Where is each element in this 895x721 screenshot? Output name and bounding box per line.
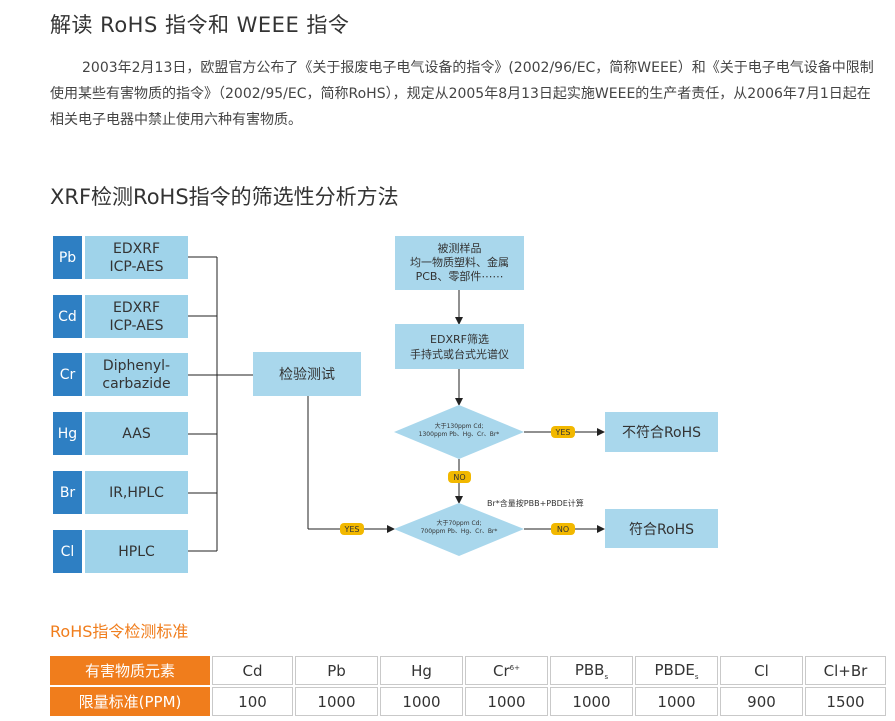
no-tag-1: NO [448,471,471,483]
col-pbdes: PBDEs [635,656,718,685]
yes-tag-2: YES [340,523,364,535]
fail-box: 不符合RoHS [605,412,718,452]
col-cd: Cd [212,656,293,685]
br-note: Br*含量按PBB+PBDE计算 [487,499,584,508]
limit-pbdes: 1000 [635,687,718,716]
standards-table: 有害物质元素 Cd Pb Hg Cr6+ PBBs PBDEs Cl Cl+Br… [48,654,888,718]
method-br: IR,HPLC [85,471,188,514]
limit-pbbs: 1000 [550,687,633,716]
method-cr: Diphenyl- carbazide [85,353,188,396]
method-pb: EDXRF ICP-AES [85,236,188,279]
intro-paragraph: 2003年2月13日，欧盟官方公布了《关于报废电子电气设备的指令》(2002/9… [50,60,874,128]
yes-tag-1: YES [551,426,575,438]
col-hg: Hg [380,656,463,685]
table-row-elements: 有害物质元素 Cd Pb Hg Cr6+ PBBs PBDEs Cl Cl+Br [50,656,886,685]
method-cl: HPLC [85,530,188,573]
limit-cl: 900 [720,687,803,716]
diamond1-label: 大于130ppm Cd; 1300ppm Pb、Hg、Cr、Br* [418,423,500,438]
section-title-standards: RoHS指令检测标准 [50,622,189,641]
element-hg: Hg [53,412,82,455]
row-label-elements: 有害物质元素 [50,656,210,685]
element-br: Br [53,471,82,514]
pass-box: 符合RoHS [605,509,718,548]
connector-lines [188,256,605,556]
diamond2-label: 大于70ppm Cd; 700ppm Pb、Hg、Cr、Br* [420,520,498,535]
decision-diamond-1 [394,405,524,459]
col-pb: Pb [295,656,378,685]
screen-box: EDXRF筛选 手持式或台式光谱仪 [395,324,524,369]
decision-diamond-2 [394,503,524,556]
col-pbbs: PBBs [550,656,633,685]
table-row-limits: 限量标准(PPM) 100 1000 1000 1000 1000 1000 9… [50,687,886,716]
method-hg: AAS [85,412,188,455]
test-box: 检验测试 [253,352,361,396]
col-cr: Cr6+ [465,656,548,685]
element-pb: Pb [53,236,82,279]
limit-cd: 100 [212,687,293,716]
section-title-xrf-method: XRF检测RoHS指令的筛选性分析方法 [50,185,399,209]
limit-cr: 1000 [465,687,548,716]
element-cd: Cd [53,295,82,338]
limit-pb: 1000 [295,687,378,716]
method-cd: EDXRF ICP-AES [85,295,188,338]
col-cl: Cl [720,656,803,685]
col-clbr: Cl+Br [805,656,886,685]
limit-hg: 1000 [380,687,463,716]
element-cr: Cr [53,353,82,396]
row-label-limits: 限量标准(PPM) [50,687,210,716]
section-title-directives: 解读 RoHS 指令和 WEEE 指令 [50,13,350,37]
limit-clbr: 1500 [805,687,886,716]
sample-box: 被测样品 均一物质塑料、金属 PCB、零部件⋯⋯ [395,236,524,290]
element-cl: Cl [53,530,82,573]
no-tag-2: NO [551,523,575,535]
